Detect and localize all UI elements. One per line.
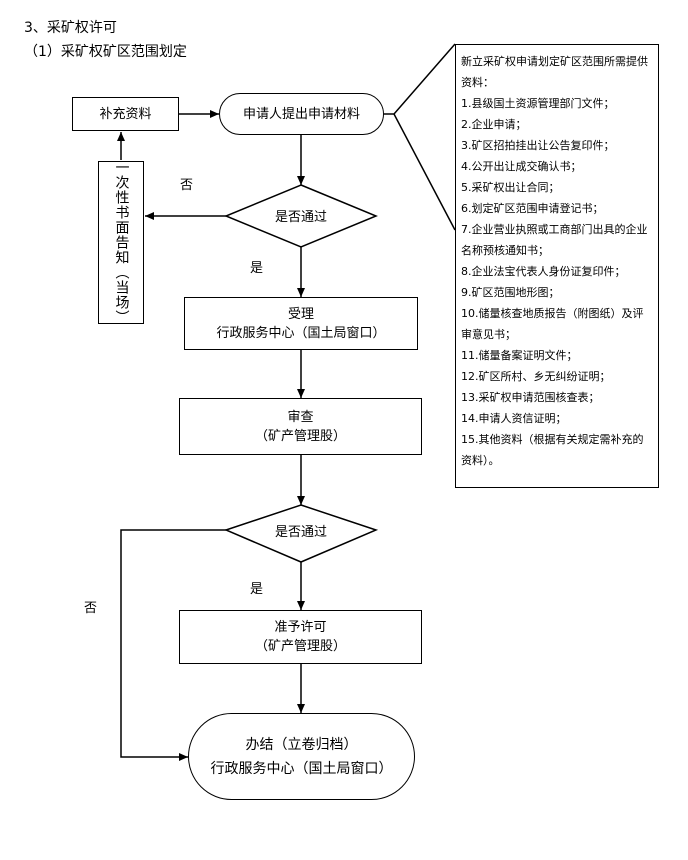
document-item: 1.县级国土资源管理部门文件； — [461, 97, 615, 110]
finish-subtitle: 行政服务中心（国土局窗口） — [210, 760, 393, 777]
document-item: 11.储量备案证明文件； — [461, 349, 578, 362]
section-heading: 3、采矿权许可 — [24, 20, 117, 36]
review-subtitle: （矿产管理股） — [254, 428, 346, 444]
document-item: 13.采矿权申请范围核查表； — [461, 391, 600, 404]
arrow-decision2-to-finish — [120, 529, 226, 761]
submit-node: 申请人提出申请材料 — [219, 93, 384, 135]
decision2-label: 是否通过 — [274, 525, 327, 540]
documents-intro: 新立采矿权申请划定矿区范围所需提供资料： — [461, 55, 648, 89]
edge-label-yes2: 是 — [250, 582, 264, 597]
document-item: 9.矿区范围地形图； — [461, 286, 560, 299]
document-item: 2.企业申请； — [461, 118, 527, 131]
approve-title: 准予许可 — [274, 620, 327, 635]
subsection-heading: （1）采矿权矿区范围划定 — [24, 44, 187, 60]
document-item: 14.申请人资信证明； — [461, 412, 567, 425]
decision2-diamond — [223, 504, 379, 563]
approve-subtitle: （矿产管理股） — [254, 639, 346, 654]
supplement-label: 补充资料 — [99, 106, 152, 122]
document-list-bracket — [384, 43, 456, 115]
decision1-diamond — [224, 184, 378, 248]
finish-title: 办结（立卷归档） — [245, 736, 358, 753]
edge-label-no1: 否 — [180, 178, 194, 193]
document-item: 8.企业法宝代表人身份证复印件； — [461, 265, 626, 278]
decision1-label: 是否通过 — [274, 210, 327, 225]
notice-box: 一次性书面告知（当场） — [98, 160, 144, 325]
notice-label: 一次性书面告知（当场） — [113, 160, 130, 325]
edge-label-no2: 否 — [84, 601, 98, 616]
document-item: 7.企业营业执照或工商部门出具的企业名称预核通知书； — [461, 223, 648, 257]
supplement-box: 补充资料 — [72, 97, 179, 131]
required-documents-box: 新立采矿权申请划定矿区范围所需提供资料： 1.县级国土资源管理部门文件； 2.企… — [455, 44, 659, 488]
accept-subtitle: 行政服务中心（国土局窗口） — [216, 325, 386, 341]
document-item: 12.矿区所村、乡无纠纷证明； — [461, 370, 611, 383]
document-item: 10.储量核查地质报告（附图纸）及评审意见书； — [461, 307, 644, 341]
review-box: 审查 （矿产管理股） — [179, 398, 422, 455]
document-item: 4.公开出让成交确认书； — [461, 160, 582, 173]
approve-box: 准予许可 （矿产管理股） — [179, 610, 422, 664]
finish-node: 办结（立卷归档） 行政服务中心（国土局窗口） — [188, 713, 415, 800]
document-item: 6.划定矿区范围申请登记书； — [461, 202, 604, 215]
document-item: 3.矿区招拍挂出让公告复印件； — [461, 139, 615, 152]
document-item: 15.其他资料（根据有关规定需补充的资料）。 — [461, 433, 644, 467]
document-item: 5.采矿权出让合同； — [461, 181, 560, 194]
review-title: 审查 — [287, 409, 314, 425]
submit-label: 申请人提出申请材料 — [242, 106, 360, 122]
accept-box: 受理 行政服务中心（国土局窗口） — [184, 297, 418, 350]
edge-label-yes1: 是 — [250, 261, 264, 276]
accept-title: 受理 — [287, 306, 314, 322]
